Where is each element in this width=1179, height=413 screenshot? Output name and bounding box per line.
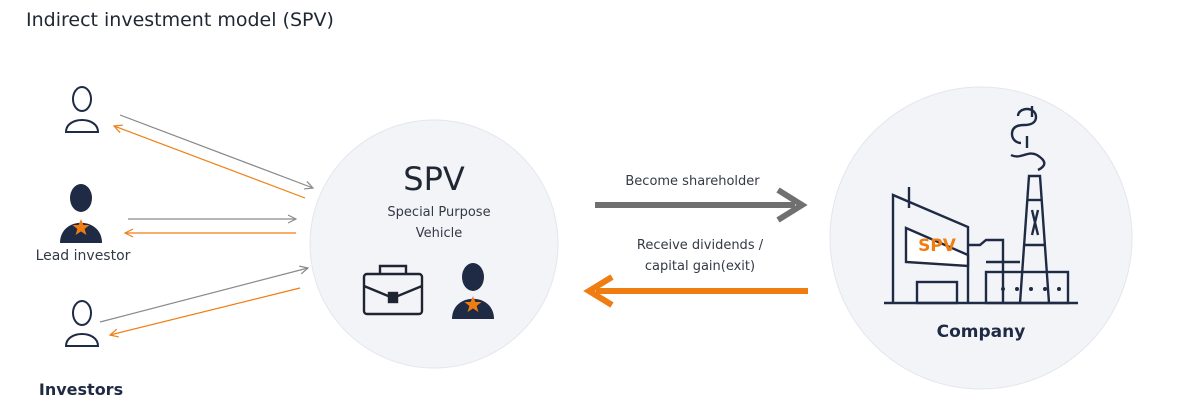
factory-spv-sign: SPV <box>918 236 956 256</box>
company-label: Company <box>936 322 1026 342</box>
diagram-title: Indirect investment model (SPV) <box>26 9 334 31</box>
top-investor-to-spv-arrow <box>119 114 313 188</box>
receive-dividends-label-line1: Receive dividends / <box>636 238 764 253</box>
spv-to-bottom-investor-arrow <box>110 287 301 335</box>
lead-investor-icon <box>60 184 102 243</box>
lead-investor-label: Lead investor <box>35 248 131 264</box>
bottom-investor-icon <box>64 300 100 347</box>
bottom-investor-to-spv-arrow <box>99 268 308 323</box>
spv-title: SPV <box>403 160 465 198</box>
factory-icon <box>884 106 1078 305</box>
receive-dividends-label-line2: capital gain(exit) <box>644 259 756 274</box>
become-shareholder-arrow <box>595 187 808 223</box>
spv-circle <box>309 119 559 369</box>
factory-windows <box>1001 287 1061 291</box>
investors-label: Investors <box>38 380 124 399</box>
spv-subtitle-line1: Special Purpose <box>387 205 491 220</box>
become-shareholder-label: Become shareholder <box>625 174 760 189</box>
company-circle <box>829 86 1133 390</box>
spv-investor-icon <box>452 263 494 319</box>
spv-to-top-investor-arrow <box>114 126 306 199</box>
briefcase-icon <box>362 264 424 316</box>
receive-dividends-arrow <box>583 274 808 308</box>
top-investor-icon <box>64 86 100 133</box>
spv-subtitle-line2: Vehicle <box>415 226 463 241</box>
